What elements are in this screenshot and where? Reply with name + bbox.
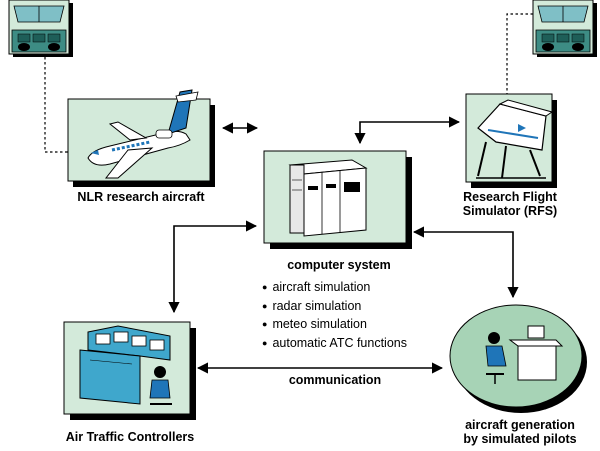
simulated-pilots-label-line1: aircraft generation [465, 418, 575, 432]
link-computer-atc [168, 220, 258, 314]
simulator-cockpit-thumbnail [532, 0, 597, 57]
simulated-pilots-label-line2: by simulated pilots [463, 432, 577, 446]
mainframe-computer-icon [288, 159, 368, 237]
airplane-icon [87, 89, 199, 179]
function-item: meteo simulation [262, 316, 407, 335]
motion-simulator-icon [476, 99, 554, 179]
flight-simulator-panel [465, 93, 557, 188]
communication-label: communication [288, 373, 382, 387]
function-item: aircraft simulation [262, 279, 407, 298]
function-list: aircraft simulation radar simulation met… [262, 279, 407, 353]
flight-simulator-label-line2: Simulator (RFS) [462, 204, 558, 218]
aircraft-cockpit-thumbnail [8, 0, 73, 57]
atc-console-icon [79, 325, 172, 405]
cockpit-link-left [44, 57, 96, 153]
atc-label: Air Traffic Controllers [65, 430, 195, 444]
link-computer-simulator [354, 116, 461, 145]
flight-simulator-label: Research Flight Simulator (RFS) [450, 190, 570, 218]
simulated-pilots-label: aircraft generation by simulated pilots [450, 418, 590, 446]
computer-system-panel [263, 150, 412, 249]
simulated-pilots-panel [449, 304, 587, 413]
link-computer-pilots [412, 226, 519, 299]
function-item: radar simulation [262, 298, 407, 317]
research-aircraft-panel [67, 89, 215, 187]
connections [168, 116, 519, 374]
function-item: automatic ATC functions [262, 335, 407, 354]
flight-simulator-label-line1: Research Flight [463, 190, 557, 204]
atc-panel [63, 321, 196, 420]
cockpit-link-right [506, 13, 533, 128]
computer-system-label: computer system [287, 258, 391, 272]
research-aircraft-label: NLR research aircraft [77, 190, 205, 204]
pilot-workstation-icon [485, 325, 564, 384]
